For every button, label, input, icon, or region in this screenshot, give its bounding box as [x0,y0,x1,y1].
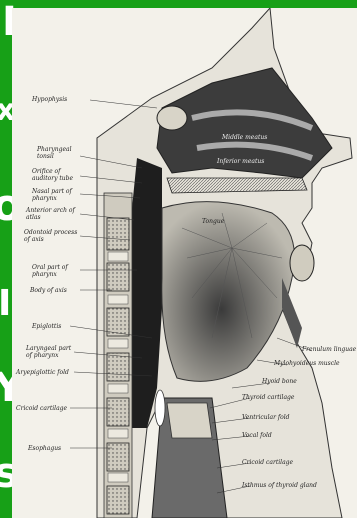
label-thyroid-isthmus: Isthmus of thyroid gland [242,482,317,489]
anatomy-illustration: Hypophysis Pharyngeal tonsil Orifice of … [12,8,357,518]
label-nasal-pharynx: Nasal part of pharynx [32,188,72,202]
label-body-of-axis: Body of axis [30,287,67,294]
label-vocal-fold: Vocal fold [242,432,272,439]
label-odontoid-process: Odontoid process of axis [24,229,77,243]
label-mylohyoid: Mylohyoideus muscle [274,360,340,367]
edge-char-left-3: I [0,286,11,322]
label-cricoid-cartilage-left: Cricoid cartilage [16,405,67,412]
thyroid-cartilage [167,403,212,438]
label-epiglottis: Epiglottis [32,323,61,330]
label-laryngeal-pharynx: Laryngeal part of pharynx [26,345,71,359]
label-middle-meatus: Middle meatus [222,134,267,141]
label-hyoid-bone: Hyoid bone [262,378,297,385]
label-esophagus: Esophagus [28,445,61,452]
label-tongue: Tongue [202,218,224,225]
anatomy-drawing [12,8,357,518]
label-inferior-meatus: Inferior meatus [217,158,264,165]
label-thyroid-cartilage: Thyroid cartilage [242,394,294,401]
hypophysis-shape [157,106,187,130]
lower-lip [290,245,314,281]
label-oral-pharynx: Oral part of pharynx [32,264,68,278]
label-auditory-tube: Orifice of auditory tube [32,168,73,182]
label-hypophysis: Hypophysis [32,96,67,103]
hard-palate [167,178,307,193]
label-pharyngeal-tonsil: Pharyngeal tonsil [37,146,72,160]
label-aryepiglottic-fold: Aryepiglottic fold [16,369,69,376]
label-cricoid-cartilage-right: Cricoid cartilage [242,459,293,466]
epiglottis-shape [155,390,165,426]
label-ventricular-fold: Ventricular fold [242,414,289,421]
label-frenulum: Frenulum linguae [302,346,356,353]
label-anterior-arch-atlas: Anterior arch of atlas [26,207,75,221]
